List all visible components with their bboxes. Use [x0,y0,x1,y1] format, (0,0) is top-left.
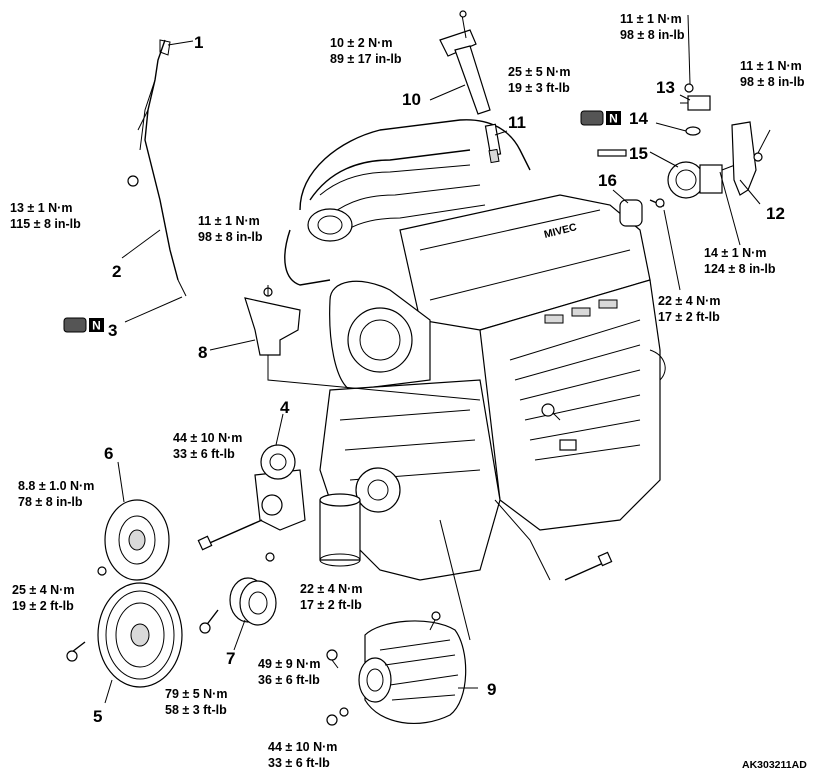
leader-14 [655,122,687,132]
oil-level-gauge [127,39,187,297]
torque-9b-metric: 44 ± 10 N·m [268,740,337,754]
torque-9b-imperial: 33 ± 6 ft-lb [268,756,330,770]
callout-9: 9 [487,680,496,699]
alternator [326,611,467,726]
idler-pulley [199,577,277,634]
leader-1 [167,40,194,46]
leader-12 [739,179,761,205]
callout-4: 4 [280,398,290,417]
callout-13: 13 [656,78,675,97]
new-part-symbol-14: N [580,110,621,126]
torque-4-metric: 44 ± 10 N·m [173,431,242,445]
callout-16: 16 [598,171,617,190]
callout-11: 11 [508,113,526,132]
leader-11 [494,130,508,136]
engine-assembly: MIVEC [267,119,666,641]
torque-11-metric: 25 ± 5 N·m [508,65,570,79]
leader-4 [275,413,284,446]
torque-12-metric: 11 ± 1 N·m [740,59,802,73]
torque-8-metric: 11 ± 1 N·m [198,214,260,228]
leader-8 [209,339,256,351]
torque-15-imperial: 124 ± 8 in-lb [704,262,776,276]
leader-2 [121,229,161,259]
callout-6: 6 [104,444,113,463]
torque-6-metric: 8.8 ± 1.0 N·m [18,479,94,493]
leader-13 [679,94,691,101]
callout-8: 8 [198,343,207,362]
torque-4b-metric: 22 ± 4 N·m [300,582,362,596]
torque-1-imperial: 115 ± 8 in-lb [10,217,81,231]
bolt-15 [597,149,627,157]
callout-15: 15 [629,144,648,163]
new-part-symbol-label: N [92,319,101,333]
torque-13-metric: 11 ± 1 N·m [620,12,682,26]
part-16 [619,198,665,227]
torque-5-metric: 25 ± 4 N·m [12,583,74,597]
leader-7 [233,619,246,651]
throttle-body [667,161,736,199]
torque-7-metric: 79 ± 5 N·m [165,687,227,701]
torque-15-metric: 14 ± 1 N·m [704,246,766,260]
spark-plug [484,123,502,164]
callout-7: 7 [226,649,235,668]
torque-1-metric: 13 ± 1 N·m [10,201,72,215]
callout-3: 3 [108,321,117,340]
damper-pulley [97,499,170,581]
callout-14: 14 [629,109,648,128]
bracket-8 [244,285,301,356]
torque-4-imperial: 33 ± 6 ft-lb [173,447,235,461]
torque-8-imperial: 98 ± 8 in-lb [198,230,263,244]
new-part-symbol-label: N [609,112,618,126]
callout-10: 10 [402,90,421,109]
torque-16-metric: 22 ± 4 N·m [658,294,720,308]
bracket-12 [731,121,771,196]
leader-16b [663,209,681,291]
crankshaft-pulley [66,582,183,688]
torque-6-imperial: 78 ± 8 in-lb [18,495,83,509]
torque-4b-imperial: 17 ± 2 ft-lb [300,598,362,612]
callout-12: 12 [766,204,785,223]
leader-14r [719,171,741,246]
document-id: AK303211AD [742,759,807,771]
torque-9-metric: 49 ± 9 N·m [258,657,320,671]
callout-2: 2 [112,262,121,281]
torque-10-imperial: 89 ± 17 in-lb [330,52,402,66]
torque-12-imperial: 98 ± 8 in-lb [740,75,805,89]
torque-13-imperial: 98 ± 8 in-lb [620,28,685,42]
leader-5 [104,679,113,704]
callout-5: 5 [93,707,102,726]
callout-1: 1 [194,33,203,52]
ignition-coil [439,10,491,115]
torque-11-imperial: 19 ± 3 ft-lb [508,81,570,95]
leader-15 [649,151,679,168]
leader-6 [117,461,125,503]
torque-9-imperial: 36 ± 6 ft-lb [258,673,320,687]
new-part-symbol-3: N [63,317,104,333]
sensor-13 [680,14,711,136]
leader-10 [429,84,466,101]
torque-16-imperial: 17 ± 2 ft-lb [658,310,720,324]
auto-tensioner [197,444,306,562]
torque-5-imperial: 19 ± 2 ft-lb [12,599,74,613]
leader-3 [124,296,183,323]
torque-7-imperial: 58 ± 3 ft-lb [165,703,227,717]
torque-10-metric: 10 ± 2 N·m [330,36,392,50]
leader-16 [612,189,629,204]
